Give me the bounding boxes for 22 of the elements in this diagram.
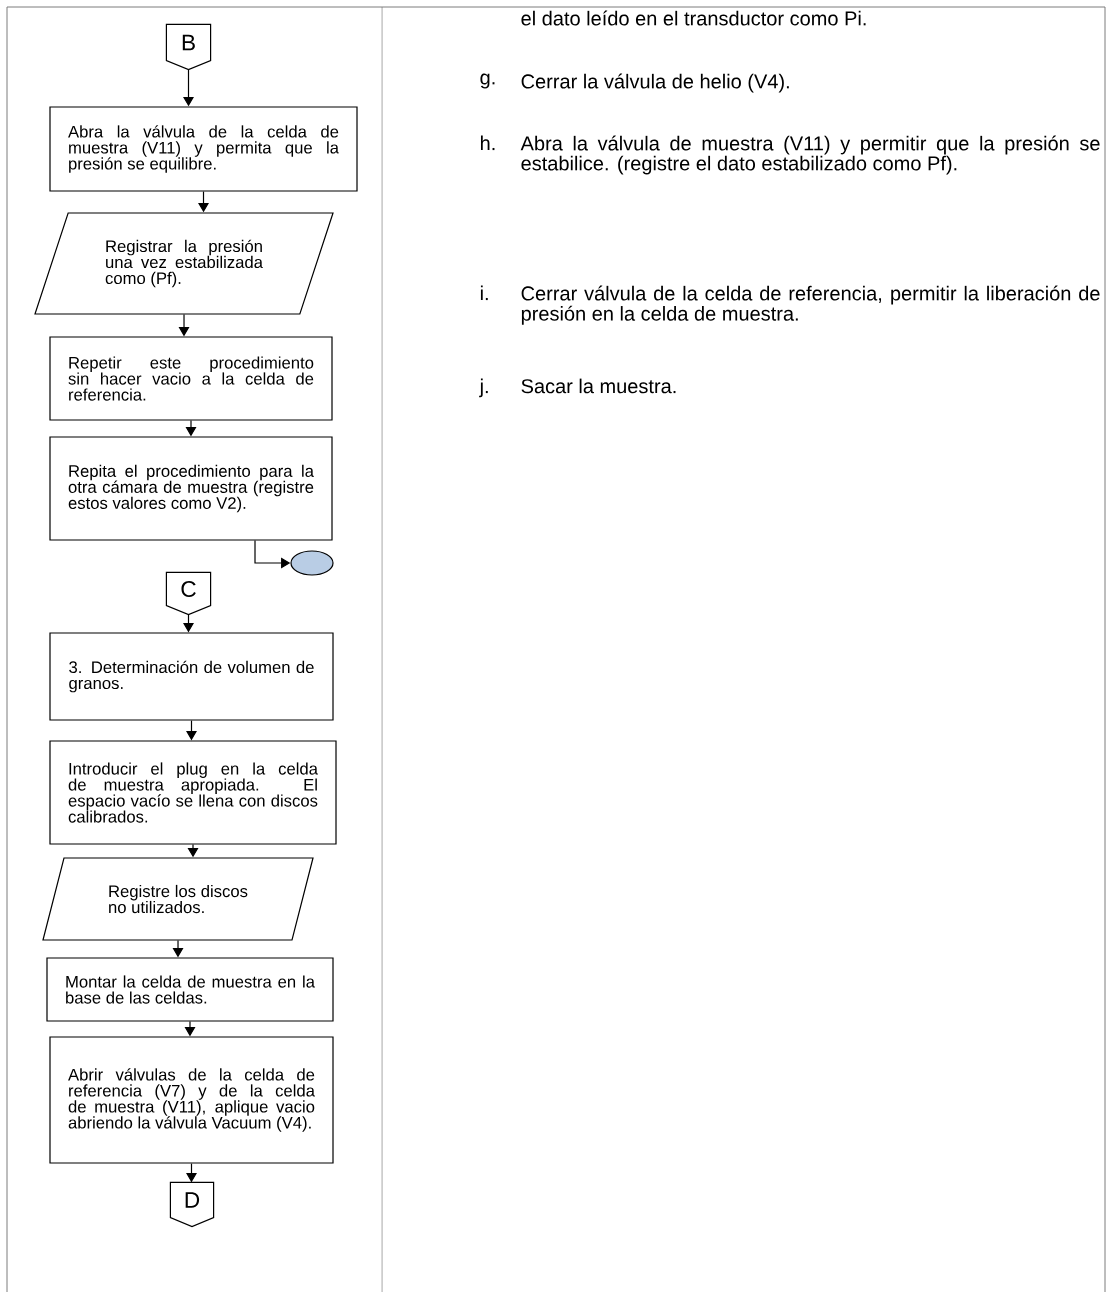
step-text: el dato leído en el transductor como Pi. [521,10,866,26]
list-letter: h. [481,135,495,151]
list-letter: j. [479,378,488,398]
list-letter: i. [480,285,488,301]
process-box: Repetir este procedimiento sin hacer vacio a la celda de referencia. [49,336,333,421]
process-box: Introducir el plug en la celda de muestra apropiada. El espacio vacío se llena con discos calibrados. [49,740,337,845]
list-letter: g. [480,73,495,89]
off-page-connector: C [165,571,212,616]
off-page-connector: B [165,23,212,71]
process-box: Abra la válvula de la celda de muestra (V11) y permita que la presión se equilibre. [49,106,358,192]
step-text: Cerrar válvula de la celda de referencia, permitir la liberación de presión en la celda de muestra. [521,285,1100,325]
off-page-connector: D [169,1181,215,1228]
process-box: Montar la celda de muestra en la base de las celdas. [46,957,334,1022]
process-box: Repita el procedimiento para la otra cámara de muestra (registre estos valores como V2). [49,436,333,541]
data-parallelogram: Registrar la presión una vez estabilizada como (Pf). [34,212,334,315]
step-text: Sacar la muestra. [521,378,676,394]
step-text: Cerrar la válvula de helio (V4). [521,73,789,93]
terminal-ellipse [290,550,334,576]
step-text: Abra la válvula de muestra (V11) y permitir que la presión se estabilice. (registre el dato estabilizado como Pf). [520,135,1100,175]
process-box: Abrir válvulas de la celda de referencia (V7) y de la celda de muestra (V11), aplique vacio abriendo la válvula Vacuum (V4). [49,1036,334,1164]
process-box: 3. Determinación de volumen de granos. [49,632,334,721]
data-parallelogram: Registre los discos no utilizados. [42,857,314,941]
